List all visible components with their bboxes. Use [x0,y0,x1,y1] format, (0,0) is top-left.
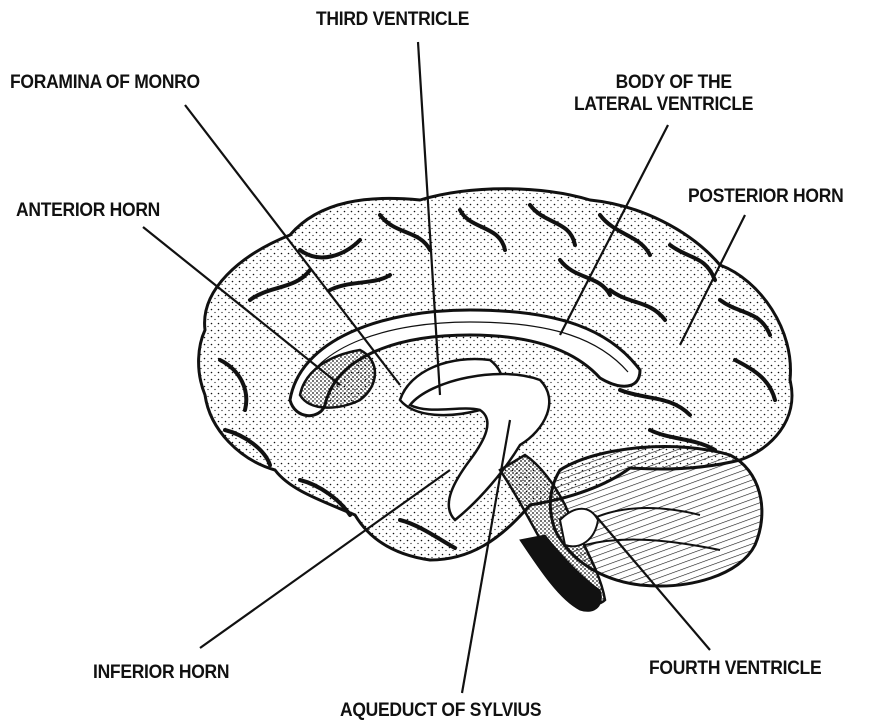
label-body-line1: BODY OF THE [574,72,753,94]
label-posterior-horn: POSTERIOR HORN [688,186,843,208]
label-body-line2: LATERAL VENTRICLE [574,94,753,116]
label-aqueduct-of-sylvius: AQUEDUCT OF SYLVIUS [340,700,541,722]
label-inferior-horn: INFERIOR HORN [93,662,229,684]
label-body-of-lateral-ventricle: BODY OF THE LATERAL VENTRICLE [574,72,753,116]
label-fourth-ventricle: FOURTH VENTRICLE [649,658,821,680]
label-foramina-of-monro: FORAMINA OF MONRO [10,72,200,94]
label-third-ventricle: THIRD VENTRICLE [316,9,469,31]
label-anterior-horn: ANTERIOR HORN [16,200,160,222]
